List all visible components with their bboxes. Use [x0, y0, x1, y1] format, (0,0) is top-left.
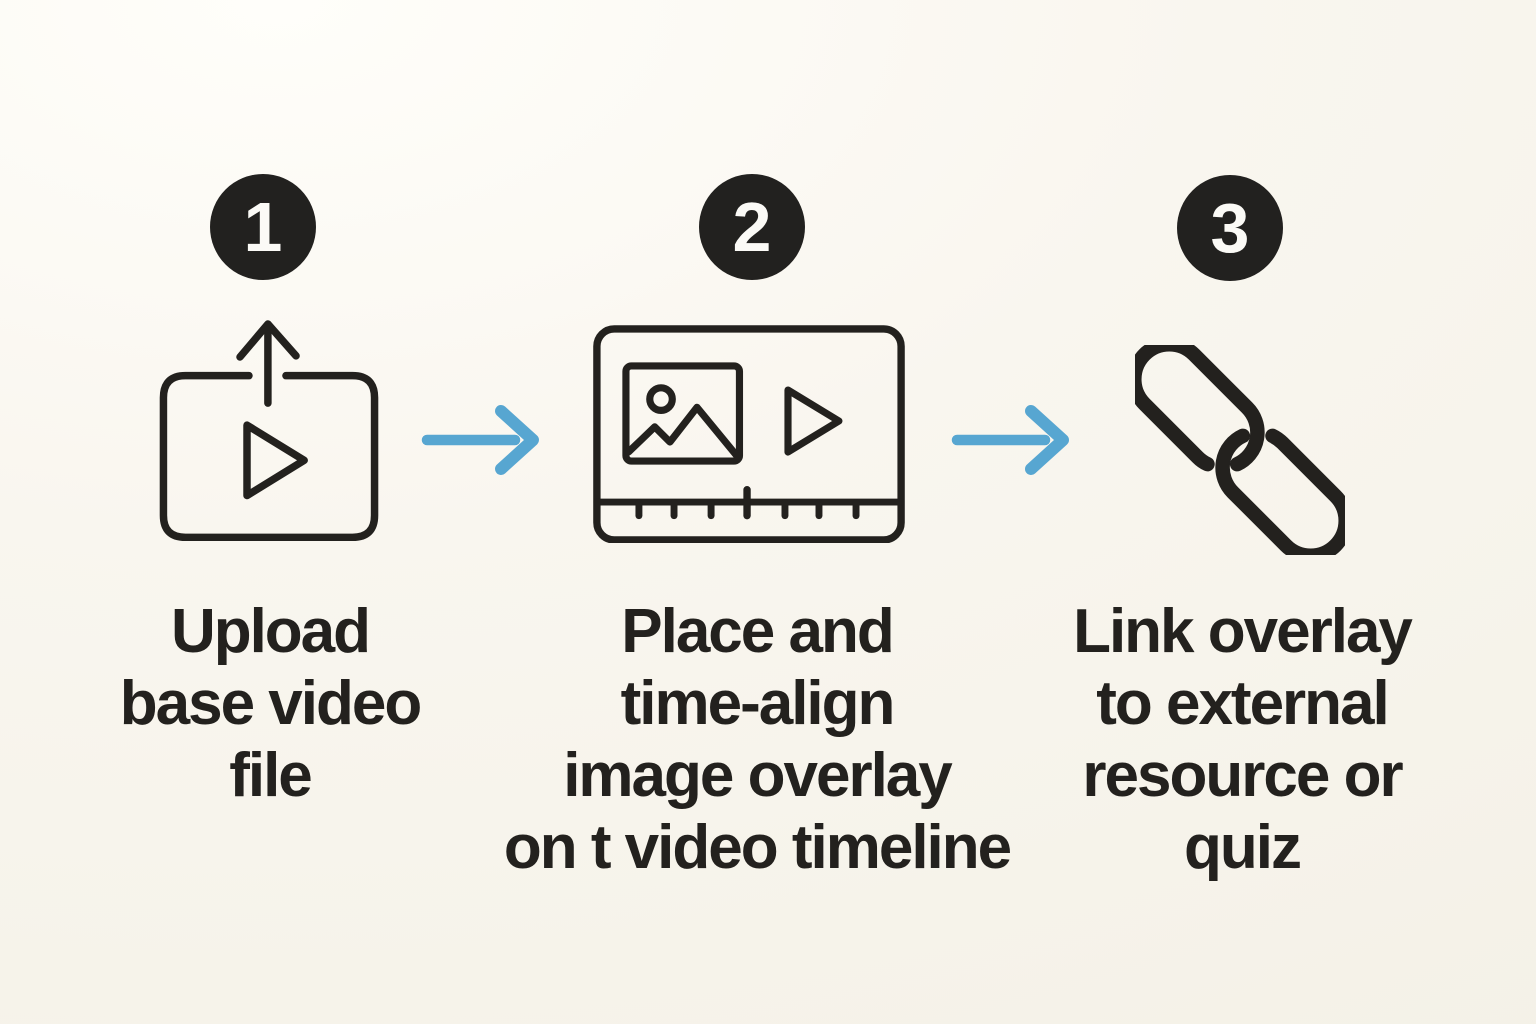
label-line: file	[229, 741, 313, 810]
step-2-label: Place and time-align image overlay on t …	[482, 596, 1032, 884]
label-line: on t video timeline	[503, 813, 1012, 882]
label-line: time-align	[620, 669, 896, 738]
step-1-label: Upload base video file	[20, 596, 520, 812]
step-2-badge: 2	[699, 174, 805, 280]
step-1-number: 1	[243, 188, 283, 266]
step-3-badge: 3	[1177, 175, 1283, 281]
label-line: resource or	[1082, 741, 1403, 810]
label-line: quiz	[1184, 813, 1302, 882]
image-overlay-timeline-icon	[593, 325, 905, 543]
label-line: image overlay	[563, 741, 953, 810]
upload-video-icon	[159, 320, 379, 542]
label-line: to external	[1096, 669, 1390, 738]
label-line: Upload	[170, 597, 371, 666]
step-3-number: 3	[1210, 189, 1250, 267]
label-line: Place and	[621, 597, 894, 666]
arrow-right-icon	[951, 405, 1069, 475]
link-chain-icon	[1135, 345, 1345, 555]
step-3-label: Link overlay to external resource or qui…	[992, 596, 1492, 884]
step-2-number: 2	[732, 188, 772, 266]
label-line: Link overlay	[1073, 597, 1413, 666]
arrow-right-icon	[421, 405, 539, 475]
step-1-badge: 1	[210, 174, 316, 280]
label-line: base video	[119, 669, 422, 738]
